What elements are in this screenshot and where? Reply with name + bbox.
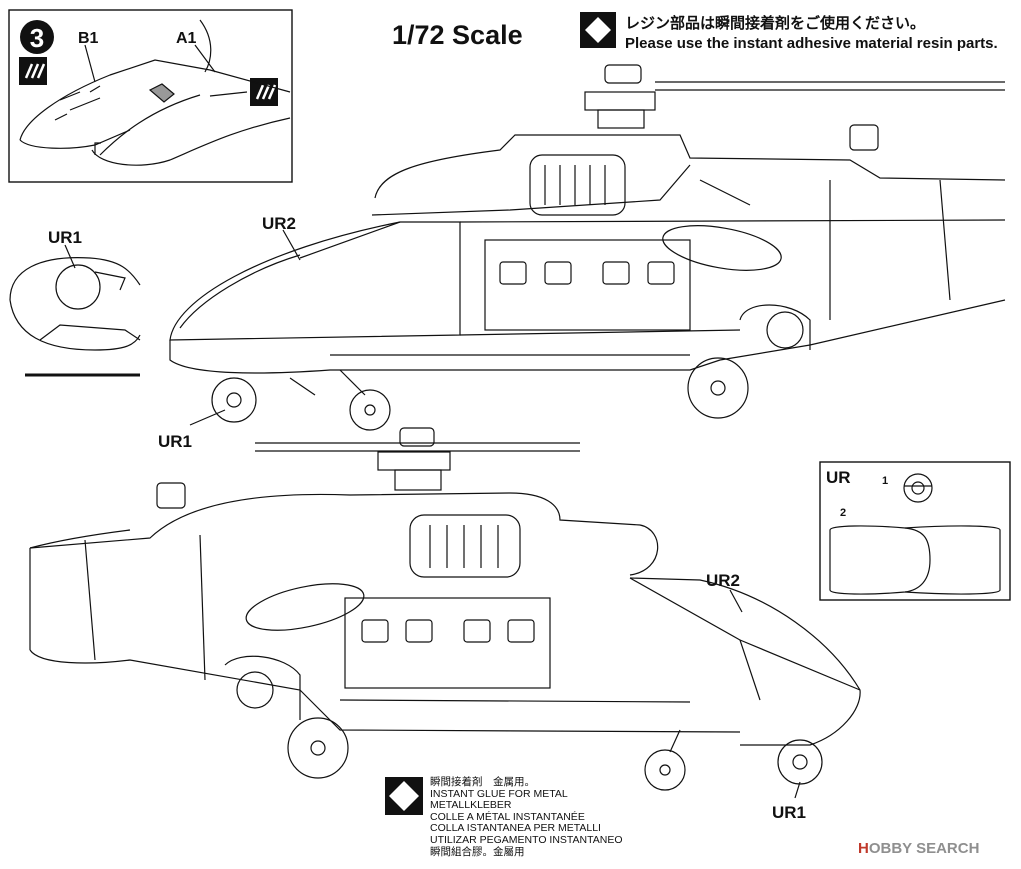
ur-item-2-label: 2 xyxy=(840,507,846,519)
label-ur1-nose-detail: UR1 xyxy=(48,228,82,247)
resin-note xyxy=(580,12,616,48)
upper-helicopter-view xyxy=(169,64,1006,431)
glue-line: COLLE A MÉTAL INSTANTANÉE xyxy=(430,810,585,823)
label-ur1-upper: UR1 xyxy=(158,432,192,451)
label-ur2-lower: UR2 xyxy=(706,571,740,590)
glue-line: UTILIZAR PEGAMENTO INSTANTANEO xyxy=(430,833,623,846)
step-inset-box: 3 B1 A1 xyxy=(8,9,293,183)
label-ur2-upper: UR2 xyxy=(262,214,296,233)
glue-line: COLLA ISTANTANEA PER METALLI xyxy=(430,822,601,835)
step-number: 3 xyxy=(30,23,44,53)
glue-line: 瞬間組合膠。金屬用 xyxy=(430,845,525,858)
ur-parts-box xyxy=(819,461,1011,601)
glue-line: METALLKLEBER xyxy=(430,799,512,812)
part-label-a1: A1 xyxy=(176,30,197,47)
step-number-badge xyxy=(20,20,54,54)
scale-title: 1/72 Scale xyxy=(392,20,523,50)
resin-note-en: Please use the instant adhesive material… xyxy=(625,35,998,52)
resin-note-jp: レジン部品は瞬間接着剤をご使用ください。 xyxy=(625,15,926,32)
part-label-b1: B1 xyxy=(78,30,99,47)
label-ur1-lower: UR1 xyxy=(772,803,806,822)
glue-legend xyxy=(385,777,423,815)
hobby-search-watermark: HOBBY SEARCH xyxy=(858,840,980,857)
glue-line: 瞬間接着剤 金属用。 xyxy=(430,776,535,788)
ur-item-1-label: 1 xyxy=(882,475,888,487)
glue-marker-icon xyxy=(19,57,47,85)
nose-detail xyxy=(9,244,141,377)
lower-helicopter-view xyxy=(29,427,861,799)
glue-line: INSTANT GLUE FOR METAL xyxy=(430,787,568,800)
glue-legend-text: 瞬間接着剤 金属用。 INSTANT GLUE FOR METAL METALL… xyxy=(430,776,623,858)
resin-note-text: レジン部品は瞬間接着剤をご使用ください。 Please use the inst… xyxy=(625,14,998,54)
ur-box-title: UR xyxy=(826,468,851,487)
